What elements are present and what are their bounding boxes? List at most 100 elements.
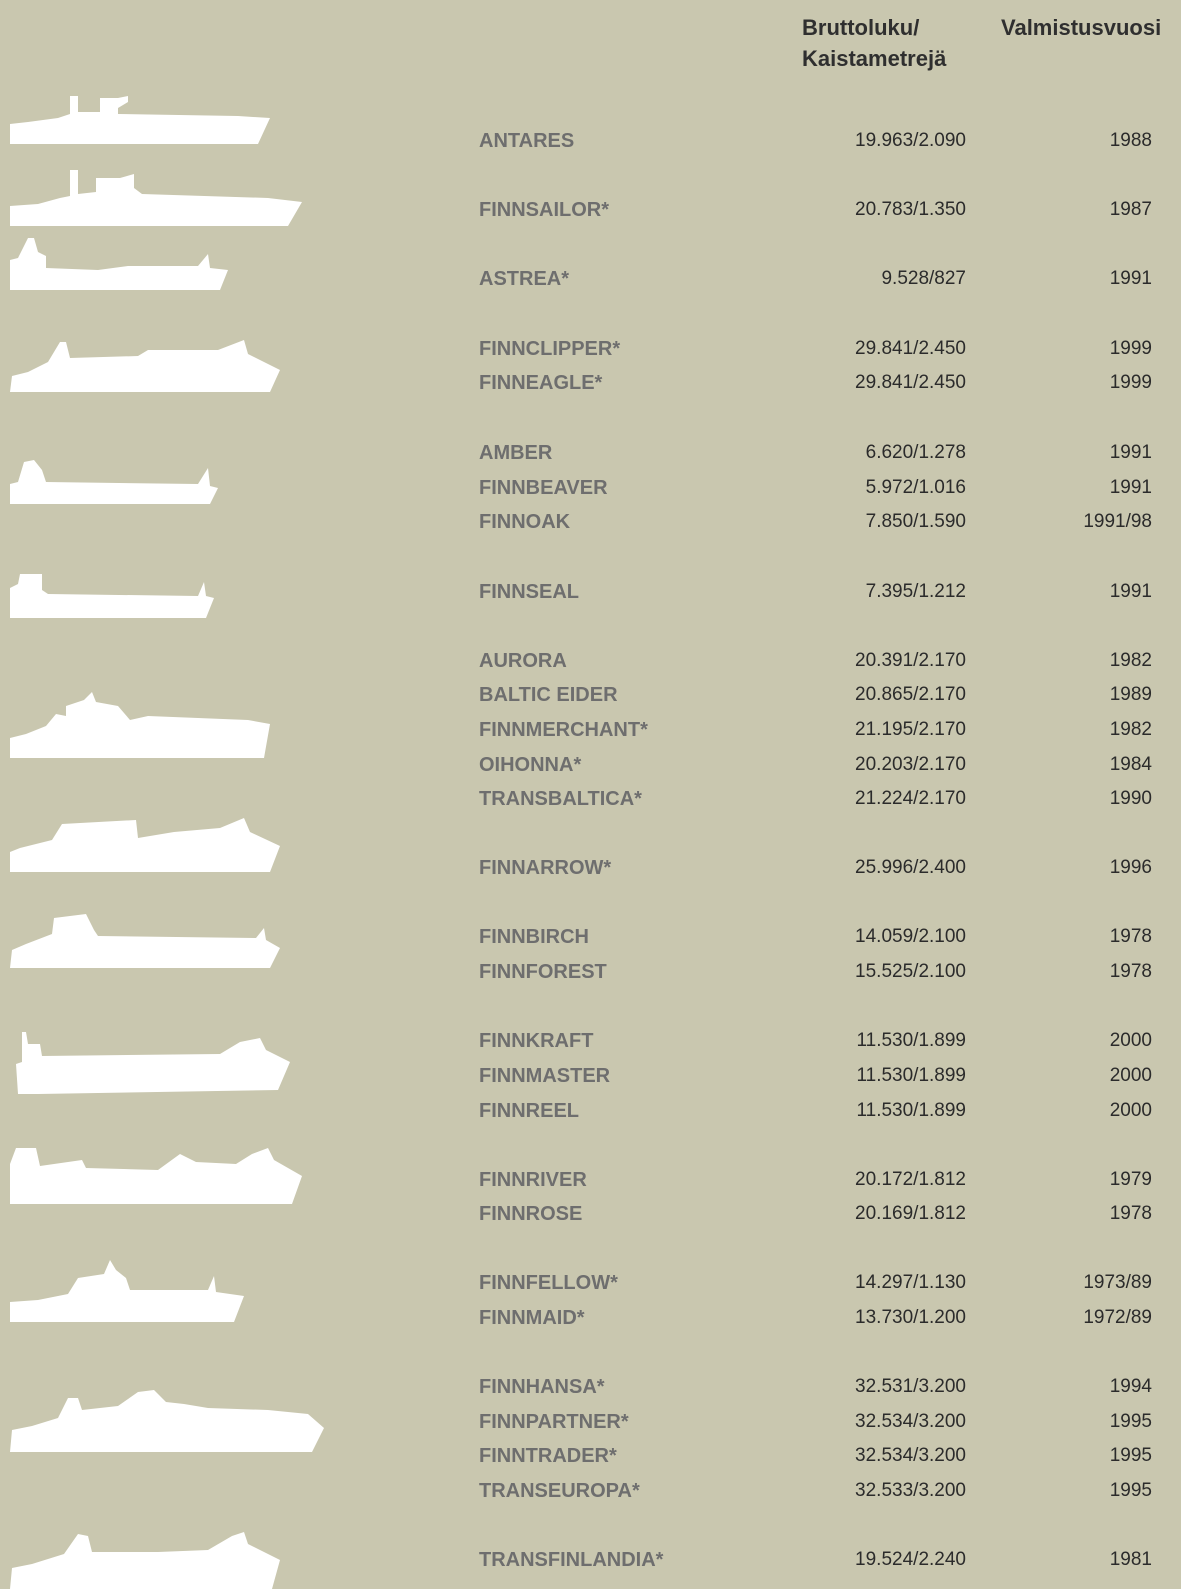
ship-build-year: 1991: [1109, 442, 1152, 463]
table-row: TRANSFINLANDIA* 19.524/2.240 1981: [0, 1543, 1181, 1577]
table-row: AURORA 20.391/2.170 1982: [0, 644, 1181, 678]
table-row: FINNOAK 7.850/1.590 1991/98: [0, 505, 1181, 539]
ship-build-year: 1979: [1109, 1169, 1152, 1190]
ship-name: AMBER: [479, 442, 553, 464]
ship-name: BALTIC EIDER: [479, 684, 618, 706]
ship-name: FINNBEAVER: [479, 477, 608, 499]
ship-build-year: 1984: [1109, 754, 1152, 775]
table-row: TRANSBALTICA* 21.224/2.170 1990: [0, 782, 1181, 816]
ship-silhouette-icon: [10, 170, 302, 226]
ship-gross-tonnage: 6.620/1.278: [865, 442, 966, 463]
ship-build-year: 1991: [1109, 581, 1152, 602]
ship-build-year: 1978: [1109, 1203, 1152, 1224]
ship-build-year: 1991/98: [1083, 511, 1152, 532]
ship-build-year: 1995: [1109, 1445, 1152, 1466]
ship-build-year: 1972/89: [1083, 1307, 1152, 1328]
ship-gross-tonnage: 32.531/3.200: [855, 1376, 966, 1397]
ship-name: FINNOAK: [479, 511, 571, 533]
ship-gross-tonnage: 20.172/1.812: [855, 1169, 966, 1190]
ship-name: FINNHANSA*: [479, 1376, 605, 1398]
ship-name: FINNRIVER: [479, 1169, 587, 1191]
ship-silhouette-icon: [10, 340, 280, 392]
ship-build-year: 1981: [1109, 1549, 1152, 1570]
header-build-year: Valmistusvuosi: [1001, 15, 1162, 40]
ship-name: ASTREA*: [479, 268, 570, 290]
ship-silhouette-icon: [10, 692, 270, 758]
ship-silhouette-icon: [10, 1390, 324, 1452]
ship-gross-tonnage: 25.996/2.400: [855, 857, 966, 878]
header-gross-tonnage: Bruttoluku/ Kaistametrejä: [802, 12, 946, 74]
ship-gross-tonnage: 20.203/2.170: [855, 754, 966, 775]
ship-silhouette-icon: [10, 914, 280, 968]
ship-build-year: 2000: [1109, 1100, 1152, 1121]
ship-name: TRANSFINLANDIA*: [479, 1549, 664, 1571]
ship-gross-tonnage: 19.963/2.090: [855, 130, 966, 151]
ship-name: OIHONNA*: [479, 754, 582, 776]
table-row: TRANSEUROPA* 32.533/3.200 1995: [0, 1474, 1181, 1508]
ship-gross-tonnage: 14.059/2.100: [855, 926, 966, 947]
ship-name: AURORA: [479, 650, 567, 672]
ship-build-year: 2000: [1109, 1030, 1152, 1051]
ship-silhouette-icon: [10, 460, 218, 504]
ship-build-year: 2000: [1109, 1065, 1152, 1086]
ship-gross-tonnage: 21.224/2.170: [855, 788, 966, 809]
table-row: FINNRIVER 20.172/1.812 1979: [0, 1163, 1181, 1197]
ship-silhouette-icon: [10, 96, 270, 144]
ship-silhouette-icon: [10, 1532, 280, 1589]
ship-gross-tonnage: 32.533/3.200: [855, 1480, 966, 1501]
ship-gross-tonnage: 32.534/3.200: [855, 1445, 966, 1466]
ship-build-year: 1978: [1109, 926, 1152, 947]
ship-gross-tonnage: 11.530/1.899: [856, 1100, 966, 1121]
ship-build-year: 1989: [1109, 684, 1152, 705]
ship-silhouette-icon: [10, 818, 280, 872]
ship-build-year: 1990: [1109, 788, 1152, 809]
ship-gross-tonnage: 13.730/1.200: [855, 1307, 966, 1328]
ship-build-year: 1973/89: [1083, 1272, 1152, 1293]
ship-gross-tonnage: 29.841/2.450: [855, 338, 966, 359]
ship-gross-tonnage: 20.391/2.170: [855, 650, 966, 671]
ship-build-year: 1978: [1109, 961, 1152, 982]
header-gross-line2: Kaistametrejä: [802, 46, 947, 71]
ship-name: FINNFOREST: [479, 961, 607, 983]
ship-name: FINNFELLOW*: [479, 1272, 618, 1294]
ship-name: FINNPARTNER*: [479, 1411, 629, 1433]
ship-name: TRANSEUROPA*: [479, 1480, 640, 1502]
ship-build-year: 1991: [1109, 268, 1152, 289]
ship-name: TRANSBALTICA*: [479, 788, 642, 810]
ship-gross-tonnage: 9.528/827: [881, 268, 966, 289]
ship-build-year: 1994: [1109, 1376, 1152, 1397]
ship-build-year: 1995: [1109, 1480, 1152, 1501]
ship-gross-tonnage: 20.783/1.350: [855, 199, 966, 220]
header-gross-line1: Bruttoluku/: [802, 15, 920, 40]
ship-name: FINNMAID*: [479, 1307, 585, 1329]
ship-gross-tonnage: 29.841/2.450: [855, 372, 966, 393]
ship-name: FINNCLIPPER*: [479, 338, 621, 360]
ship-gross-tonnage: 19.524/2.240: [855, 1549, 966, 1570]
ship-build-year: 1991: [1109, 477, 1152, 498]
ship-gross-tonnage: 21.195/2.170: [855, 719, 966, 740]
table-row: ASTREA* 9.528/827 1991: [0, 262, 1181, 296]
ship-build-year: 1982: [1109, 650, 1152, 671]
ship-build-year: 1999: [1109, 338, 1152, 359]
ship-gross-tonnage: 7.395/1.212: [865, 581, 966, 602]
ship-gross-tonnage: 20.169/1.812: [855, 1203, 966, 1224]
ship-gross-tonnage: 7.850/1.590: [865, 511, 966, 532]
ship-silhouette-icon: [16, 1032, 290, 1094]
ship-gross-tonnage: 11.530/1.899: [856, 1030, 966, 1051]
ship-build-year: 1995: [1109, 1411, 1152, 1432]
ship-name: FINNARROW*: [479, 857, 612, 879]
ship-silhouette-icon: [10, 238, 228, 290]
